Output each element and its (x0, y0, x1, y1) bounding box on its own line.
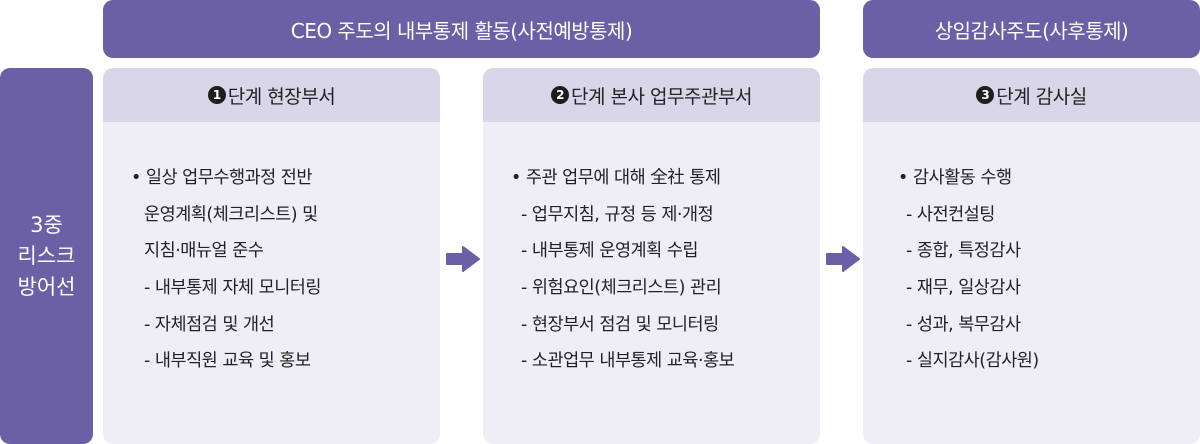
list-item: - 재무, 일상감사 (906, 278, 1021, 299)
list-item: - 현장부서 점검 및 모니터링 (521, 314, 719, 335)
list-item: - 소관업무 내부통제 교육·홍보 (521, 351, 735, 372)
column-title: 단계 본사 업무주관부서 (571, 85, 752, 108)
number-badge: 1 (207, 86, 226, 104)
column-body: • 일상 업무수행과정 전반 운영계획(체크리스트) 및 지침·매뉴얼 준수 -… (103, 122, 440, 444)
list-item: - 자체점검 및 개선 (144, 314, 275, 335)
column-stage-3: 3 단계 감사실 • 감사활동 수행 - 사전컨설팅 - 종합, 특정감사 - … (863, 68, 1200, 444)
side-label-three-lines-of-defense: 3중 리스크 방어선 (0, 68, 93, 444)
banner-post-control: 상임감사주도(사후통제) (863, 0, 1200, 58)
list-item: - 내부통제 자체 모니터링 (144, 278, 322, 299)
list-item: - 내부통제 운영계획 수립 (521, 241, 699, 262)
number-badge: 3 (976, 86, 995, 104)
list-item: • 감사활동 수행 (898, 168, 1012, 188)
list-item: - 실지감사(감사원) (906, 351, 1039, 372)
column-stage-2: 2 단계 본사 업무주관부서 • 주관 업무에 대해 全社 통제 - 업무지침,… (483, 68, 820, 444)
list-item: • 주관 업무에 대해 全社 통제 (511, 168, 721, 188)
column-title: 단계 감사실 (996, 85, 1087, 108)
column-header: 1 단계 현장부서 (103, 68, 440, 122)
list-item: - 위험요인(체크리스트) 관리 (521, 278, 722, 299)
list-item: 지침·매뉴얼 준수 (144, 241, 264, 262)
number-badge: 2 (551, 86, 570, 104)
banner-pre-control: CEO 주도의 내부통제 활동(사전예방통제) (103, 0, 820, 58)
list-item: - 내부직원 교육 및 홍보 (144, 351, 311, 372)
arrow-right-icon (826, 246, 860, 272)
side-label-text: 3중 리스크 방어선 (17, 212, 76, 299)
list-item: - 성과, 복무감사 (906, 314, 1021, 335)
list-item: • 일상 업무수행과정 전반 (131, 168, 313, 188)
list-item: - 사전컨설팅 (906, 204, 995, 225)
column-stage-1: 1 단계 현장부서 • 일상 업무수행과정 전반 운영계획(체크리스트) 및 지… (103, 68, 440, 444)
column-title: 단계 현장부서 (227, 85, 336, 108)
column-header: 2 단계 본사 업무주관부서 (483, 68, 820, 122)
list-item: - 종합, 특정감사 (906, 241, 1021, 262)
list-item: 운영계획(체크리스트) 및 (144, 204, 318, 225)
column-header: 3 단계 감사실 (863, 68, 1200, 122)
column-body: • 주관 업무에 대해 全社 통제 - 업무지침, 규정 등 제·개정 - 내부… (483, 122, 820, 444)
list-item: - 업무지침, 규정 등 제·개정 (521, 204, 714, 225)
arrow-right-icon (446, 246, 480, 272)
column-body: • 감사활동 수행 - 사전컨설팅 - 종합, 특정감사 - 재무, 일상감사 … (863, 122, 1200, 444)
